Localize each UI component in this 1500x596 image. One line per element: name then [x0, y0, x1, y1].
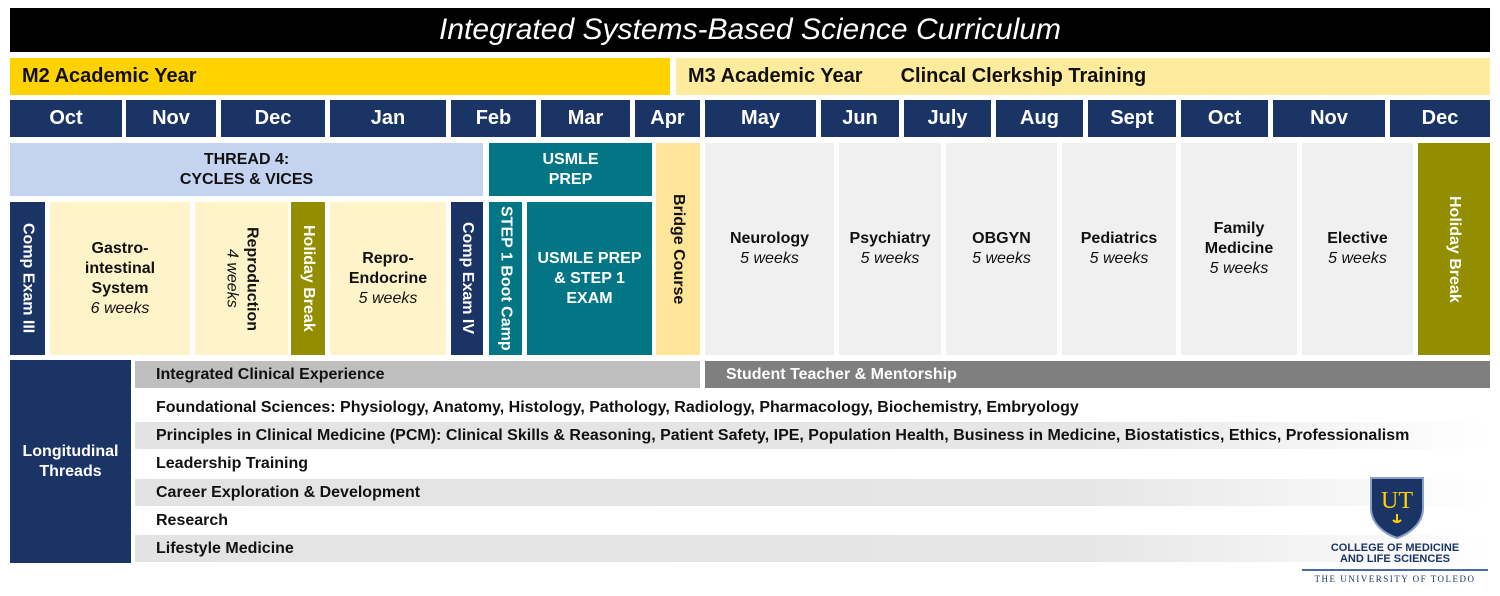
repro-endocrine-block: Repro- Endocrine 5 weeks	[330, 202, 446, 355]
month-dec-m3: Dec	[1390, 100, 1490, 137]
ut-shield-icon: UT	[1370, 477, 1424, 540]
s1-l2: & STEP 1	[554, 269, 625, 287]
month-may: May	[705, 100, 816, 137]
clerkship-name: Psychiatry	[849, 230, 931, 247]
thread4-line1: THREAD 4:	[203, 150, 290, 168]
clerkship-name: OBGYN	[972, 230, 1031, 247]
logo-line2: AND LIFE SCIENCES	[1339, 553, 1450, 565]
month-sept: Sept	[1088, 100, 1176, 137]
re-l2: Endocrine	[348, 269, 428, 287]
comp-exam-4-block: Comp Exam IV	[451, 202, 483, 355]
clerkship-family-medicine: Family Medicine 5 weeks	[1181, 143, 1297, 355]
ice-bar: Integrated Clinical Experience	[135, 361, 700, 388]
clerkship-name: Pediatrics	[1080, 230, 1158, 247]
clerkship-name: Family Medicine	[1204, 220, 1274, 257]
month-aug: Aug	[996, 100, 1083, 137]
thread-foundational: Foundational Sciences: Physiology, Anato…	[156, 398, 1079, 416]
gi-l3: System	[91, 279, 149, 297]
usmle-step1-exam-block: USMLE PREP & STEP 1 EXAM	[527, 202, 652, 355]
month-feb: Feb	[451, 100, 536, 137]
clerkship-neurology: Neurology 5 weeks	[705, 143, 834, 355]
month-oct: Oct	[10, 100, 122, 137]
clerkship-psychiatry: Psychiatry 5 weeks	[839, 143, 941, 355]
holiday1-label: Holiday Break	[300, 225, 317, 332]
gi-l1: Gastro-	[91, 239, 149, 257]
holiday2-label: Holiday Break	[1446, 195, 1463, 303]
repro-label: Reproduction	[243, 226, 261, 331]
gi-weeks: 6 weeks	[90, 299, 150, 317]
longitudinal-text: Longitudinal Threads	[22, 442, 119, 480]
ut-logo: UT COLLEGE OF MEDICINE AND LIFE SCIENCES…	[1300, 474, 1490, 592]
clerkship-weeks: 5 weeks	[860, 250, 920, 267]
month-nov: Nov	[126, 100, 216, 137]
holiday-break-m3: Holiday Break	[1418, 143, 1490, 355]
comp4-label: Comp Exam IV	[459, 222, 476, 335]
clerkship-weeks: 5 weeks	[740, 250, 799, 267]
logo-line1: COLLEGE OF MEDICINE	[1330, 542, 1460, 554]
month-apr: Apr	[635, 100, 700, 137]
month-jun: Jun	[821, 100, 899, 137]
comp3-label: Comp Exam III	[19, 223, 37, 334]
thread-lifestyle: Lifestyle Medicine	[135, 535, 1490, 562]
longitudinal-threads-label: Longitudinal Threads	[10, 360, 131, 563]
month-oct-m3: Oct	[1181, 100, 1268, 137]
bridge-label: Bridge Course	[670, 193, 687, 305]
month-mar: Mar	[541, 100, 630, 137]
month-july: July	[904, 100, 991, 137]
clerkship-obgyn: OBGYN 5 weeks	[946, 143, 1057, 355]
thread4-line2: CYCLES & VICES	[179, 170, 314, 188]
s1-l1: USMLE PREP	[537, 249, 642, 267]
month-dec: Dec	[221, 100, 325, 137]
clerkship-elective: Elective 5 weeks	[1302, 143, 1413, 355]
clerkship-weeks: 5 weeks	[1328, 250, 1387, 267]
usmle-line2: PREP	[548, 170, 593, 188]
clerkship-weeks: 5 weeks	[972, 250, 1031, 267]
gi-l2: intestinal	[84, 259, 156, 277]
holiday-break-m2: Holiday Break	[291, 202, 325, 355]
re-weeks: 5 weeks	[358, 289, 418, 307]
month-nov-m3: Nov	[1273, 100, 1385, 137]
m3-year-bar: M3 Academic Year Clincal Clerkship Traini…	[676, 58, 1490, 95]
m3-label: M3 Academic Year	[688, 65, 863, 87]
student-teacher-bar: Student Teacher & Mentorship	[705, 361, 1490, 388]
clerkship-weeks: 5 weeks	[1209, 260, 1269, 277]
repro-weeks: 4 weeks	[223, 249, 241, 308]
clerkship-name: Neurology	[729, 230, 810, 247]
boot-label: STEP 1 Boot Camp	[497, 206, 515, 351]
thread4-block: THREAD 4: CYCLES & VICES	[10, 143, 483, 196]
logo-line3: THE UNIVERSITY OF TOLEDO	[1314, 574, 1476, 584]
comp-exam-3-block: Comp Exam III	[10, 202, 45, 355]
svg-text:UT: UT	[1381, 488, 1413, 514]
usmle-line1: USMLE	[542, 150, 599, 168]
thread-leadership: Leadership Training	[156, 454, 309, 472]
re-l1: Repro-	[362, 249, 414, 267]
clerkship-weeks: 5 weeks	[1089, 250, 1149, 267]
diagram-title: Integrated Systems-Based Science Curricu…	[10, 8, 1490, 52]
thread-research: Research	[156, 511, 229, 529]
month-jan: Jan	[330, 100, 446, 137]
clerkship-name: Elective	[1327, 230, 1388, 247]
thread-career: Career Exploration & Development	[135, 479, 1490, 506]
step1-boot-camp-block: STEP 1 Boot Camp	[489, 202, 522, 355]
usmle-prep-block: USMLE PREP	[489, 143, 652, 196]
m2-label: M2 Academic Year	[22, 65, 197, 87]
bridge-course-block: Bridge Course	[656, 143, 700, 355]
m2-year-bar: M2 Academic Year	[10, 58, 670, 95]
m3-subtitle: Clincal Clerkship Training	[900, 65, 1147, 87]
thread-pcm: Principles in Clinical Medicine (PCM): C…	[135, 422, 1490, 449]
clerkship-pediatrics: Pediatrics 5 weeks	[1062, 143, 1176, 355]
s1-l3: EXAM	[566, 289, 613, 307]
